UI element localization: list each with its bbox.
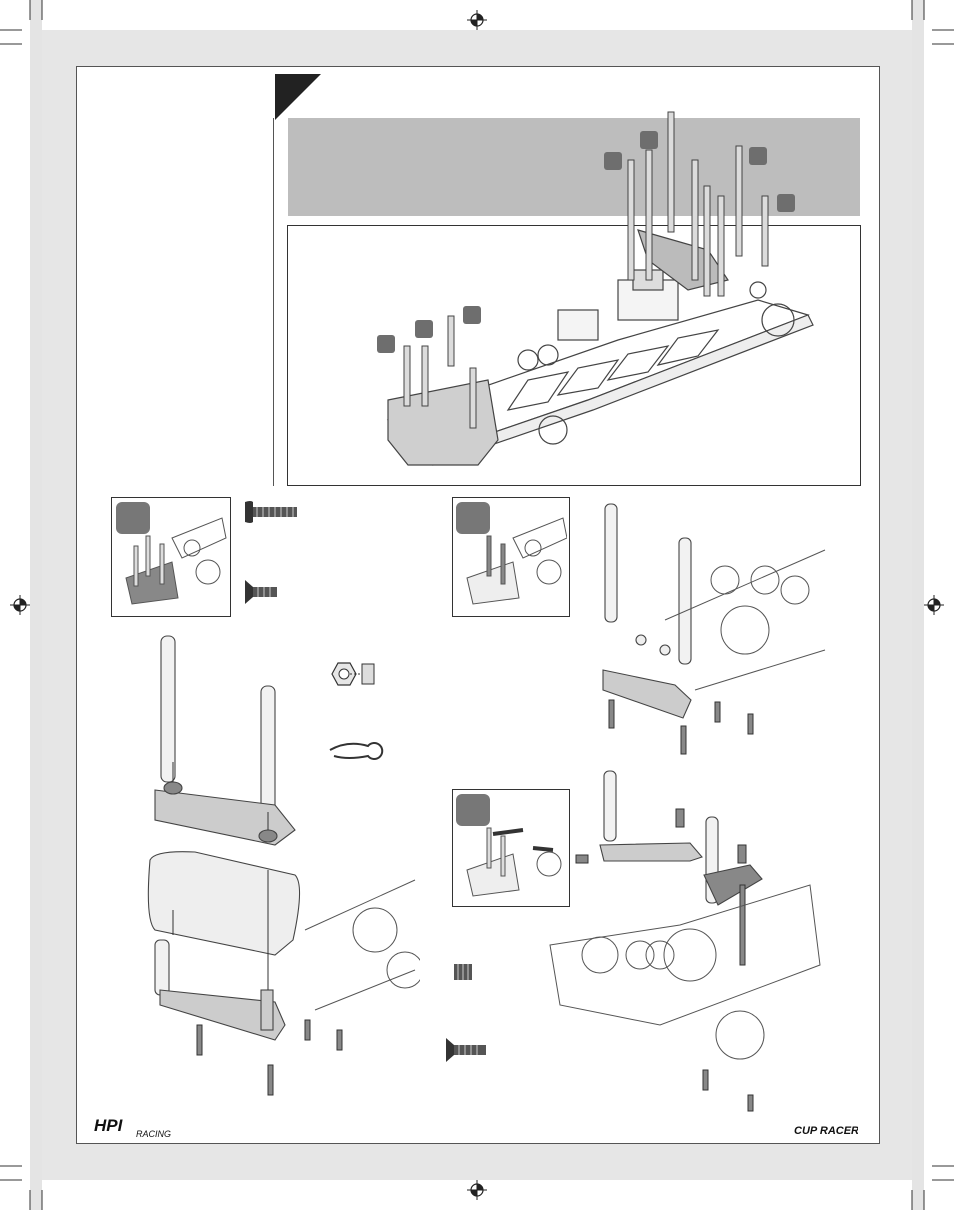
flat-head-screw-icon xyxy=(245,580,277,604)
step-badge xyxy=(415,320,433,338)
cup-racer-logo: CUP RACER xyxy=(794,1120,859,1140)
set-screw-icon xyxy=(454,964,472,980)
step-badge xyxy=(749,147,767,165)
hpi-racing-logo: HPI RACING xyxy=(94,1116,190,1139)
step-badge xyxy=(116,502,150,534)
svg-text:RACING: RACING xyxy=(136,1129,171,1138)
crosshair-registration-icon xyxy=(924,595,944,615)
svg-text:CUP RACER: CUP RACER xyxy=(794,1125,858,1137)
step-badge xyxy=(456,794,490,826)
svg-text:HPI: HPI xyxy=(94,1116,124,1135)
rear-mount-exploded-illustration xyxy=(549,770,821,1112)
page-margin-right xyxy=(912,0,924,1210)
inset-chassis-illustration xyxy=(466,827,562,897)
lock-nut-icon xyxy=(331,662,375,686)
page-margin-left xyxy=(30,0,42,1210)
sidebar-divider xyxy=(273,118,274,486)
flat-head-screw-icon xyxy=(446,1038,486,1062)
chassis-overview-illustration xyxy=(386,111,814,466)
step-badge xyxy=(377,335,395,353)
step-badge xyxy=(463,306,481,324)
crosshair-registration-icon xyxy=(10,595,30,615)
button-head-screw-icon xyxy=(245,501,297,523)
step-badge xyxy=(640,131,658,149)
front-mount-exploded-illustration xyxy=(602,503,826,755)
crosshair-registration-icon xyxy=(467,10,487,30)
front-bumper-exploded-illustration xyxy=(147,635,420,1096)
crosshair-registration-icon xyxy=(467,1180,487,1200)
step-badge xyxy=(604,152,622,170)
inset-chassis-illustration xyxy=(466,517,567,605)
step-badge xyxy=(456,502,490,534)
body-clip-icon xyxy=(329,742,384,760)
inset-chassis-illustration xyxy=(125,517,227,605)
step-corner-marker xyxy=(275,74,321,120)
step-badge xyxy=(777,194,795,212)
